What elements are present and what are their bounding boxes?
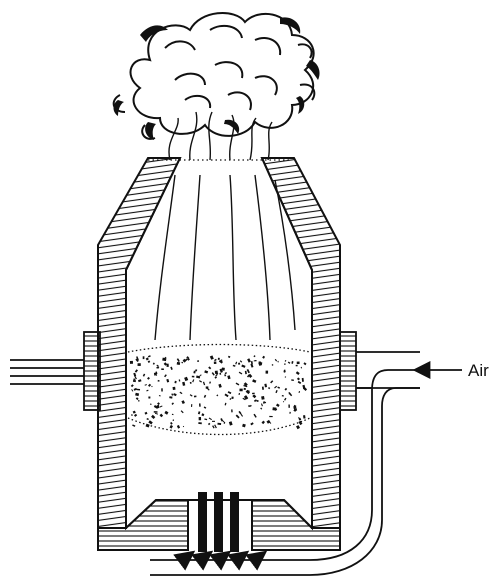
charge-speckle bbox=[197, 360, 199, 362]
charge-speckle bbox=[177, 362, 180, 365]
charge-speckle bbox=[238, 363, 240, 365]
charge-speckle bbox=[133, 379, 135, 381]
charge-speckle bbox=[231, 409, 233, 412]
charge-speckle bbox=[218, 358, 220, 360]
charge-speckle bbox=[239, 389, 242, 392]
charge-speckle bbox=[194, 396, 197, 398]
charge-speckle bbox=[269, 416, 272, 417]
charge-speckle bbox=[296, 425, 300, 429]
charge-speckle bbox=[221, 360, 222, 361]
charge-speckle bbox=[191, 404, 192, 407]
charge-speckle bbox=[199, 403, 201, 406]
charge-speckle bbox=[266, 371, 269, 374]
charge-speckle bbox=[132, 424, 135, 426]
charge-speckle bbox=[161, 368, 164, 370]
charge-speckle bbox=[217, 423, 221, 425]
charge-speckle bbox=[219, 373, 221, 375]
charge-speckle bbox=[296, 365, 298, 366]
plume-lines bbox=[155, 112, 295, 340]
charge-speckle bbox=[248, 405, 250, 407]
charge-speckle bbox=[156, 367, 158, 369]
charge-speckle bbox=[161, 388, 163, 391]
charge-speckle bbox=[224, 422, 225, 424]
charge-speckle bbox=[169, 396, 172, 398]
charge-speckle bbox=[254, 360, 257, 361]
charge-speckle bbox=[138, 400, 140, 402]
charge-speckle bbox=[199, 417, 202, 420]
tuyeres bbox=[198, 492, 239, 552]
charge-speckle bbox=[272, 407, 276, 410]
charge-speckle bbox=[261, 396, 264, 400]
charge-speckle bbox=[215, 371, 218, 374]
charge-speckle bbox=[231, 397, 233, 400]
charge-speckle bbox=[206, 386, 209, 388]
charge-speckle bbox=[172, 414, 174, 415]
charge-bath bbox=[128, 345, 310, 435]
charge-speckle bbox=[257, 400, 259, 402]
trunnion-right bbox=[340, 332, 356, 410]
charge-speckle bbox=[173, 387, 176, 390]
charge-speckle bbox=[190, 382, 192, 384]
charge-speckle bbox=[297, 362, 300, 365]
smoke-cloud-shading bbox=[114, 17, 320, 140]
charge-speckle bbox=[154, 411, 158, 413]
charge-speckle bbox=[148, 396, 150, 398]
charge-speckle bbox=[133, 380, 136, 382]
air-label: Air bbox=[468, 361, 489, 380]
trunnion-left bbox=[10, 332, 100, 410]
charge-speckle bbox=[214, 362, 217, 365]
charge-speckle bbox=[130, 361, 133, 364]
charge-speckle bbox=[288, 405, 290, 408]
charge-speckle bbox=[138, 363, 141, 366]
charge-speckle bbox=[192, 376, 195, 378]
charge-speckle bbox=[143, 356, 145, 359]
charge-speckle bbox=[179, 379, 181, 381]
charge-speckle bbox=[212, 421, 215, 422]
